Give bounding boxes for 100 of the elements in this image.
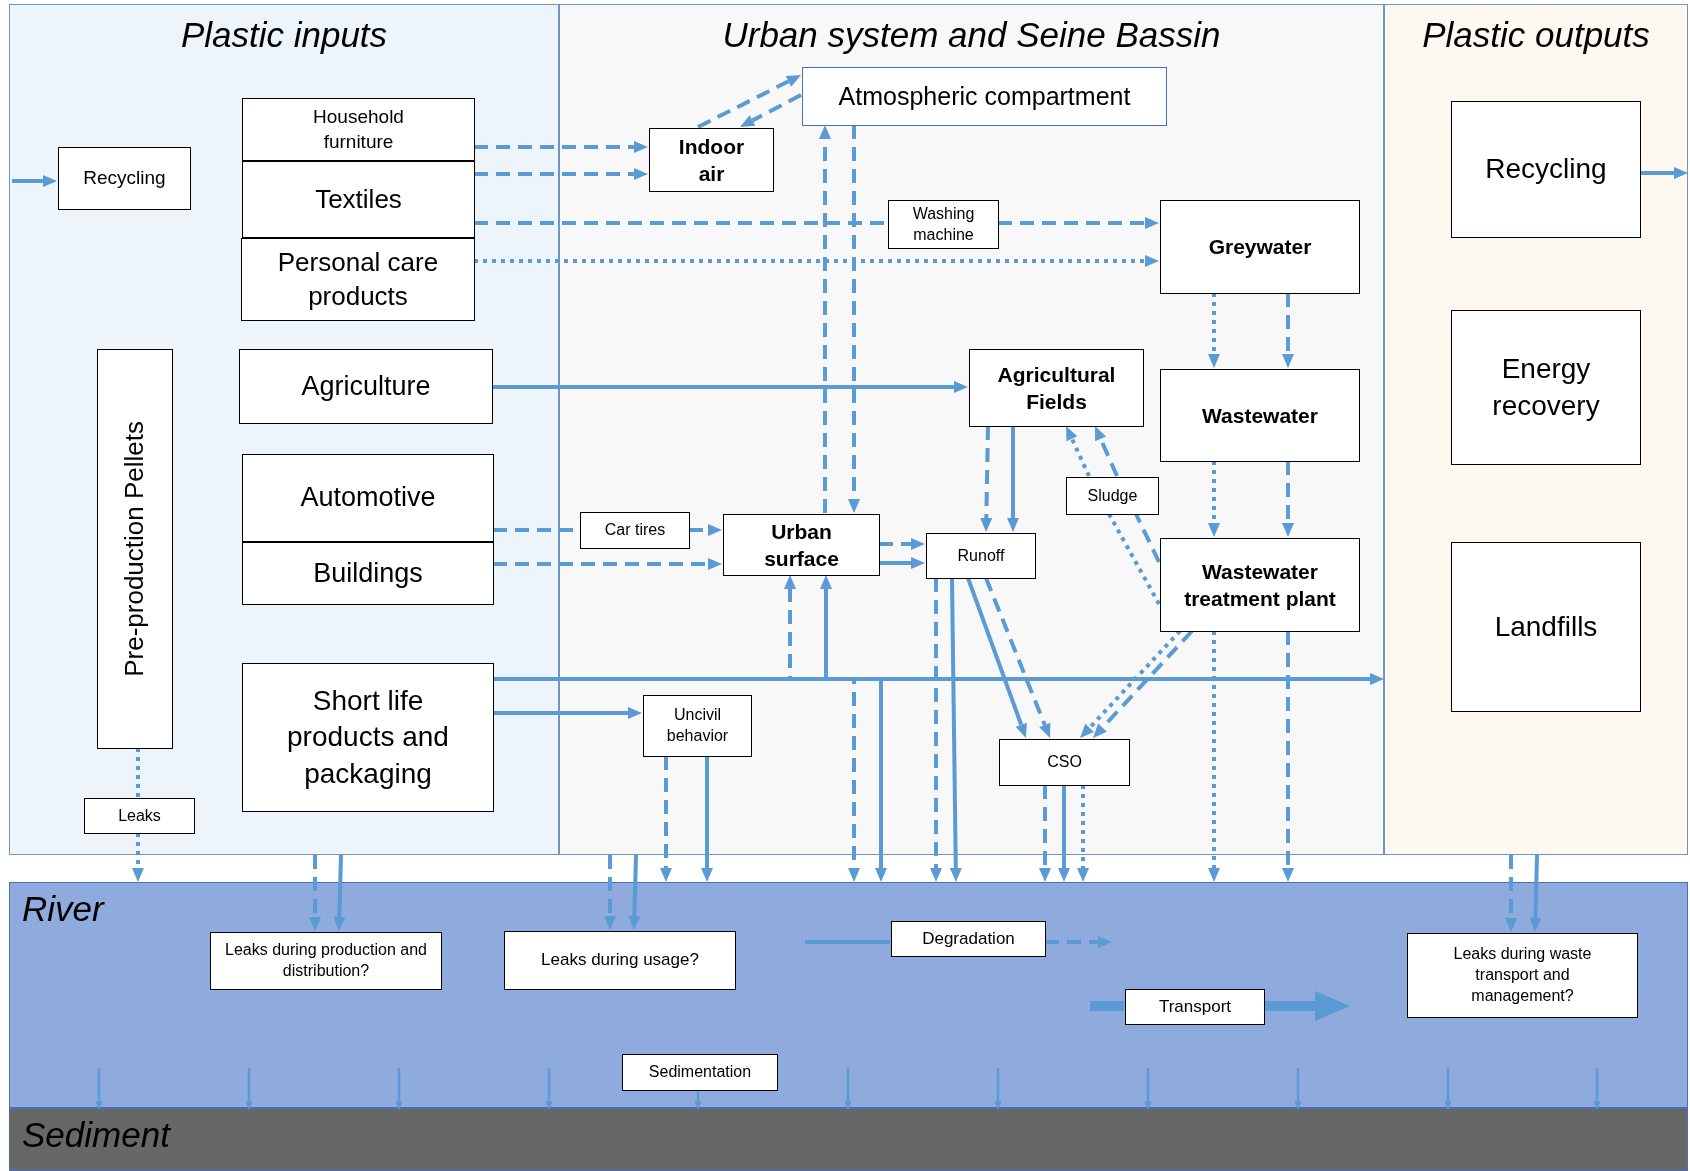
box-label: Sludge [1087,485,1138,506]
process-box [723,514,880,576]
box-label: Degradation [922,927,1015,950]
box-label: Textiles [315,182,402,216]
box-label: Indoor air [677,133,746,187]
process-box [242,542,494,605]
box-label: Leaks during waste transport and management? [1452,944,1593,1006]
box-label: Household furniture [312,104,405,154]
box-label: Personal care products [276,245,440,313]
panel-title: Plastic outputs [1421,15,1651,56]
process-box [1066,477,1159,515]
arrow [660,756,672,882]
arrow [1282,461,1294,537]
arrow [1529,854,1542,932]
box-label: Short life products and packaging [286,683,450,791]
band-label: River [22,889,104,930]
box-label: Runoff [957,545,1005,566]
connector-line [1090,1001,1124,1011]
arrow [844,1068,852,1111]
arrow [1039,785,1051,882]
arrow [1080,629,1182,739]
arrow [819,125,831,513]
arrow [701,756,713,882]
input-panel [9,4,559,855]
panel-title: Plastic inputs [179,15,389,56]
arrow [980,425,993,532]
arrow [1282,631,1294,882]
process-box [1125,989,1265,1025]
arrow [245,1068,253,1111]
box-label: Greywater [1208,234,1312,261]
box-label: Atmospheric compartment [838,81,1131,113]
arrow [1007,426,1019,532]
arrow [1640,167,1688,179]
arrow [1208,293,1220,368]
process-box [242,161,475,238]
process-box [580,512,690,549]
arrow [1093,629,1194,738]
box-label: Recycling [1485,152,1607,187]
process-box [242,663,494,812]
arrow [848,125,860,513]
process-box [1451,101,1641,238]
box-label: Washing machine [911,203,976,245]
box-label: Energy recovery [1491,352,1601,423]
box-label: Leaks during production and distribution? [225,940,427,981]
process-box [1160,538,1360,632]
process-box [97,349,173,749]
arrow [493,707,642,719]
system-panel [559,4,1384,855]
arrow [1208,461,1220,537]
box-label: Transport [1158,995,1232,1018]
arrow [879,538,925,550]
arrow [132,833,144,882]
arrow [1294,1068,1302,1111]
connector-line [805,940,890,944]
box-label: Recycling [83,166,166,191]
arrow [994,1068,1002,1111]
panel-title: Urban system and Seine Bassin [721,15,1222,56]
box-label: CSO [1047,752,1082,773]
arrow [474,141,648,153]
process-box [649,128,774,192]
arrow [694,1090,702,1111]
arrow [930,578,942,882]
arrow [740,93,802,127]
connector-line [1107,513,1161,605]
process-box [891,921,1046,957]
arrow [1444,1068,1452,1111]
process-box [926,533,1036,579]
process-box [241,238,475,321]
process-box [1160,200,1360,294]
process-box [888,200,999,249]
box-label: Agricultural Fields [996,361,1117,415]
process-box [1160,369,1360,462]
arrow [1077,785,1089,882]
arrow [1593,1068,1601,1111]
arrow [984,577,1051,738]
process-box [210,932,442,990]
arrow [474,168,648,180]
process-box [622,1054,778,1091]
box-label: Urban surface [763,518,840,572]
connector-line [1134,513,1161,563]
arrow [12,175,57,187]
process-box [239,349,493,424]
arrow [1066,425,1091,477]
arrow [998,217,1159,229]
arrow [1144,1068,1152,1111]
box-label: Wastewater treatment plant [1183,558,1337,612]
connector-line [474,221,887,225]
arrow [333,854,346,931]
box-label: Automotive [300,481,436,515]
box-label: Landfills [1494,609,1598,644]
process-box [58,147,191,210]
arrow [1045,936,1112,948]
arrow [628,854,641,930]
box-label: Wastewater [1202,402,1318,429]
box-label: Leaks during usage? [541,949,699,972]
sediment-band [9,1108,1688,1171]
arrow [492,381,968,393]
arrow [1505,855,1517,932]
arrow [604,855,616,930]
process-box [1451,542,1641,712]
